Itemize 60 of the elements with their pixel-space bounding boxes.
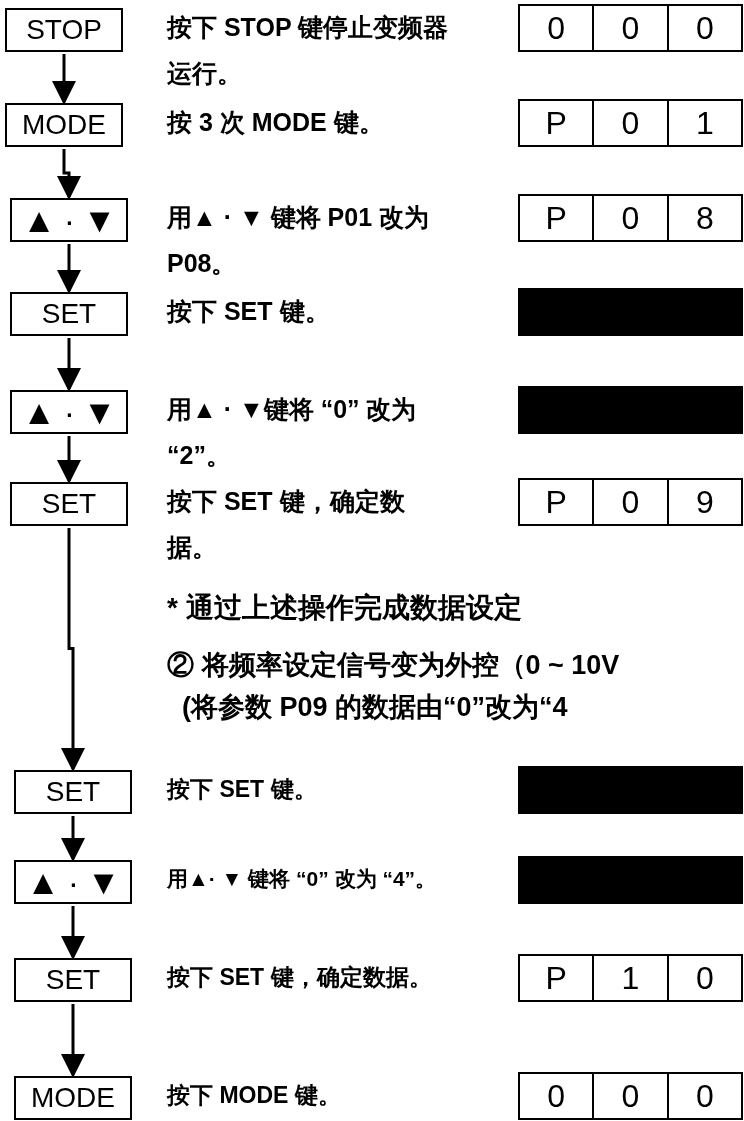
- display-digit: P: [545, 962, 567, 994]
- display-panel: [518, 99, 743, 147]
- key-button: ▲ · ▼: [10, 390, 128, 434]
- display-digit: P: [545, 107, 567, 139]
- display-digit: 0: [695, 12, 714, 44]
- display-digit: 0: [621, 1080, 640, 1112]
- note-text: * 通过上述操作完成数据设定: [167, 594, 522, 622]
- step-description: 用▲· ▼ 键将 “0” 改为 “4”。: [167, 866, 438, 892]
- display-panel: [518, 194, 743, 242]
- display-digit: 0: [547, 12, 566, 44]
- flow-arrow: [61, 816, 85, 862]
- flow-arrow: [57, 149, 81, 200]
- flow-arrow: [61, 906, 85, 960]
- flow-arrow: [61, 1004, 85, 1078]
- display-digit: 0: [621, 486, 640, 518]
- display-panel: [518, 1072, 743, 1120]
- flow-arrow: [57, 436, 81, 484]
- section-heading: (将参数 P09 的数据由“0”改为“4: [182, 694, 568, 721]
- display-bar: [518, 386, 743, 434]
- flow-arrow: [61, 528, 85, 772]
- flow-arrow: [52, 54, 76, 105]
- display-digit: 0: [695, 962, 714, 994]
- display-digit: 1: [621, 962, 640, 994]
- section-heading: ② 将频率设定信号变为外控（0 ~ 10V: [167, 652, 620, 679]
- step-description: 按下 SET 键，确定数据。: [167, 486, 406, 563]
- display-digit: 9: [695, 486, 714, 518]
- step-description: 用▲ · ▼ 键将 P01 改为 P08。: [167, 202, 431, 279]
- key-button: MODE: [5, 103, 123, 147]
- display-panel: [518, 478, 743, 526]
- key-button: ▲ · ▼: [10, 198, 128, 242]
- display-digit: 8: [695, 202, 714, 234]
- display-digit: 0: [695, 1080, 714, 1112]
- flow-arrow: [57, 244, 81, 294]
- key-button: MODE: [14, 1076, 132, 1120]
- step-description: 按下 SET 键，确定数据。: [167, 963, 433, 992]
- display-bar: [518, 856, 743, 904]
- key-button: SET: [14, 958, 132, 1002]
- key-button: SET: [10, 292, 128, 336]
- flow-arrow: [57, 338, 81, 392]
- key-button: SET: [14, 770, 132, 814]
- step-description: 按下 SET 键。: [167, 296, 331, 327]
- display-panel: [518, 4, 743, 52]
- display-bar: [518, 288, 743, 336]
- step-description: 按下 MODE 键。: [167, 1081, 342, 1110]
- display-digit: 0: [621, 202, 640, 234]
- step-description: 按下 SET 键。: [167, 775, 318, 804]
- display-digit: P: [545, 202, 567, 234]
- display-digit: 1: [695, 107, 714, 139]
- display-digit: P: [545, 486, 567, 518]
- display-panel: [518, 954, 743, 1002]
- key-button: SET: [10, 482, 128, 526]
- step-description: 用▲ · ▼键将 “0” 改为 “2”。: [167, 394, 418, 471]
- key-button: ▲ · ▼: [14, 860, 132, 904]
- key-button: STOP: [5, 8, 123, 52]
- step-description: 按 3 次 MODE 键。: [167, 107, 385, 138]
- display-digit: 0: [547, 1080, 566, 1112]
- display-digit: 0: [621, 107, 640, 139]
- display-digit: 0: [621, 12, 640, 44]
- display-bar: [518, 766, 743, 814]
- step-description: 按下 STOP 键停止变频器运行。: [167, 12, 450, 89]
